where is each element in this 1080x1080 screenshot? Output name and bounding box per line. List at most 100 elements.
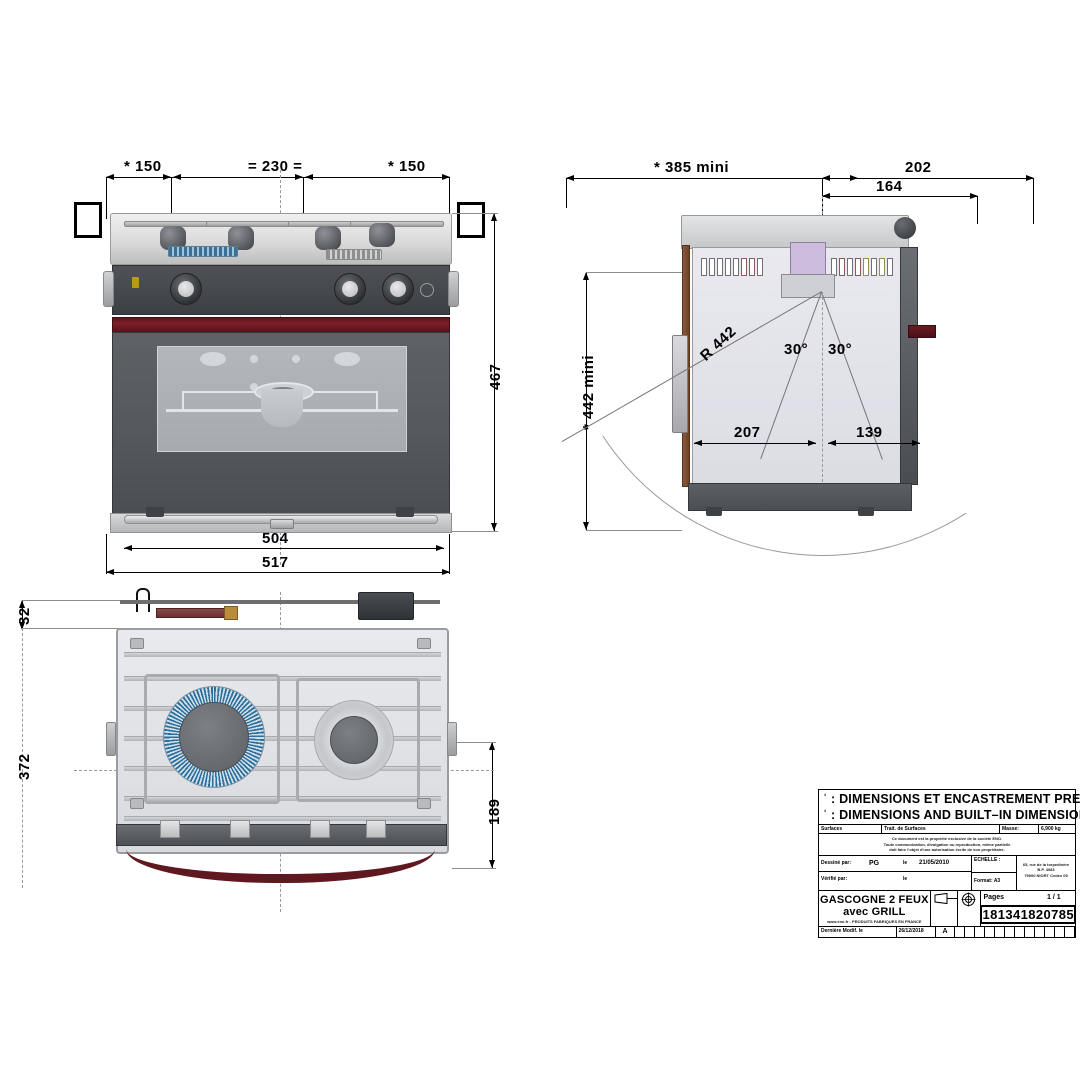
plan-rear-red-bar bbox=[156, 608, 226, 618]
appliance-foot bbox=[706, 507, 722, 516]
red-trim-strip bbox=[112, 317, 450, 333]
dim-side-164: 164 bbox=[876, 178, 903, 195]
dim-side-207: 207 bbox=[734, 424, 761, 441]
vent-slot bbox=[871, 258, 877, 276]
oven-door[interactable] bbox=[112, 332, 450, 514]
title-block-row-revision: Dernière Modif. le 26/12/2018 A bbox=[819, 927, 1075, 937]
gimbal-bracket bbox=[781, 274, 835, 298]
dimension-notes: ˈ : DIMENSIONS ET ENCASTREMENT PRECONISE… bbox=[818, 789, 1080, 825]
legal-notice: Ce document est la propriété exclusive d… bbox=[819, 834, 1075, 855]
vent-slot bbox=[749, 258, 755, 276]
eno-logo-icon bbox=[958, 890, 982, 926]
oven-rack-right bbox=[376, 391, 378, 411]
cooktop-rib bbox=[124, 736, 441, 741]
note-line-fr: ˈ : DIMENSIONS ET ENCASTREMENT PRECONISE bbox=[823, 792, 1080, 806]
checked-by-label: Vérifié par: bbox=[821, 876, 848, 882]
title-block: ˈ : DIMENSIONS ET ENCASTREMENT PRECONISE… bbox=[818, 789, 1080, 938]
legal-line-2: Toute communication, divulgation ou repr… bbox=[883, 841, 1011, 847]
burner-port bbox=[250, 355, 258, 363]
cutout-marker-right bbox=[457, 202, 485, 238]
vent-slot bbox=[741, 258, 747, 276]
swing-axis bbox=[822, 292, 823, 482]
control-knob-oven[interactable] bbox=[382, 273, 414, 305]
appliance-foot bbox=[146, 507, 164, 517]
burner-large-front bbox=[168, 246, 238, 257]
drawn-date-value: 21/05/2010 bbox=[919, 860, 950, 866]
revision-track bbox=[955, 927, 1075, 937]
gas-connector bbox=[224, 606, 238, 620]
control-knob-burner-1[interactable] bbox=[170, 273, 202, 305]
dim-front-width-504: 504 bbox=[262, 530, 289, 547]
checked-date-label: le bbox=[903, 876, 908, 882]
pan-support-left bbox=[144, 674, 280, 804]
dim-plan-372: 372 bbox=[16, 753, 33, 780]
last-modified-label: Dernière Modif. le bbox=[819, 927, 897, 937]
dim-side-139: 139 bbox=[856, 424, 883, 441]
oven-lamp bbox=[200, 352, 226, 366]
swing-radius-arc bbox=[511, 0, 1080, 605]
door-latch[interactable] bbox=[270, 519, 294, 529]
cooktop-plan-body bbox=[116, 628, 449, 854]
drawn-by-label: Dessiné par: bbox=[821, 860, 852, 866]
side-fitting-box bbox=[672, 335, 688, 433]
projection-symbol-icon bbox=[931, 890, 958, 926]
burner-small-cap bbox=[330, 716, 378, 764]
product-name: GASCOGNE 2 FEUX avec GRILL bbox=[819, 893, 929, 918]
dim-front-height-467: 467 bbox=[487, 363, 504, 390]
dim-front-width-517: 517 bbox=[262, 554, 289, 571]
mass-value: 6,900 kg bbox=[1041, 826, 1061, 832]
cooktop-rib bbox=[124, 706, 441, 711]
pan-clamp bbox=[160, 820, 180, 838]
format-label: Format: A3 bbox=[974, 877, 1001, 884]
corner-clip bbox=[417, 798, 431, 809]
control-knob-burner-2[interactable] bbox=[334, 273, 366, 305]
vent-slot bbox=[863, 258, 869, 276]
plan-rear-module bbox=[358, 592, 414, 620]
oven-lamp bbox=[334, 352, 360, 366]
drawing-number: 181341820785 bbox=[980, 904, 1076, 924]
dim-side-depth-385: * 385 mini bbox=[654, 159, 730, 176]
vent-slot bbox=[887, 258, 893, 276]
company-footer: www.eno.fr - PRODUITS FABRIQUES EN FRANC… bbox=[827, 918, 922, 924]
plan-rear-rail bbox=[120, 600, 440, 604]
page-value: 1 / 1 bbox=[1047, 894, 1061, 901]
mass-label: Masse: bbox=[1000, 825, 1039, 833]
cookware-pot bbox=[261, 389, 303, 427]
pan-clamp bbox=[310, 820, 330, 838]
plan-side-handle-left bbox=[106, 722, 116, 756]
plan-left-extension bbox=[22, 628, 23, 888]
piezo-igniter-icon bbox=[132, 277, 139, 288]
dim-side-angle-left: 30° bbox=[784, 341, 809, 358]
company-address: 65, rue de la torpedinère B.P. 4083 7900… bbox=[1017, 856, 1075, 890]
address-line-2: B.P. 4083 bbox=[1037, 867, 1055, 872]
grate-foot bbox=[369, 223, 395, 247]
front-view-appliance bbox=[103, 213, 459, 533]
legal-line-1: Ce document est la propriété exclusive d… bbox=[891, 836, 1003, 841]
vent-slot bbox=[855, 258, 861, 276]
cutout-marker-left bbox=[74, 202, 102, 238]
surfaces-label: Surfaces bbox=[819, 825, 882, 833]
title-block-grid: Surfaces Trait. de Surfaces Masse: 6,900… bbox=[818, 825, 1076, 938]
corner-clip bbox=[130, 798, 144, 809]
cooktop-rib bbox=[124, 766, 441, 771]
side-view-appliance bbox=[672, 215, 936, 530]
last-modified-date: 26/12/2018 bbox=[897, 927, 937, 937]
cooktop-rib bbox=[124, 796, 441, 801]
vent-slot bbox=[709, 258, 715, 276]
dim-side-angle-right: 30° bbox=[828, 341, 853, 358]
address-line-1: 65, rue de la torpedinère bbox=[1022, 861, 1070, 867]
dim-front-right-150: * 150 bbox=[388, 158, 426, 175]
door-hinge-left bbox=[103, 271, 114, 307]
side-control-knob[interactable] bbox=[894, 217, 916, 239]
dim-front-center-230: = 230 = bbox=[248, 158, 303, 175]
cooktop-rib bbox=[124, 676, 441, 681]
title-block-row-legal: Ce document est la propriété exclusive d… bbox=[819, 834, 1075, 856]
thermostat-dial[interactable] bbox=[420, 283, 434, 297]
pan-support-right bbox=[296, 678, 420, 802]
legal-line-3: doit faire l'objet d'une autorisation éc… bbox=[889, 847, 1005, 852]
dim-side-202: 202 bbox=[905, 159, 932, 176]
vent-slot bbox=[847, 258, 853, 276]
vent-slot bbox=[717, 258, 723, 276]
oven-rack-left bbox=[182, 391, 184, 411]
address-line-3: 79000 NIORT Cedex 09 bbox=[1024, 872, 1068, 878]
